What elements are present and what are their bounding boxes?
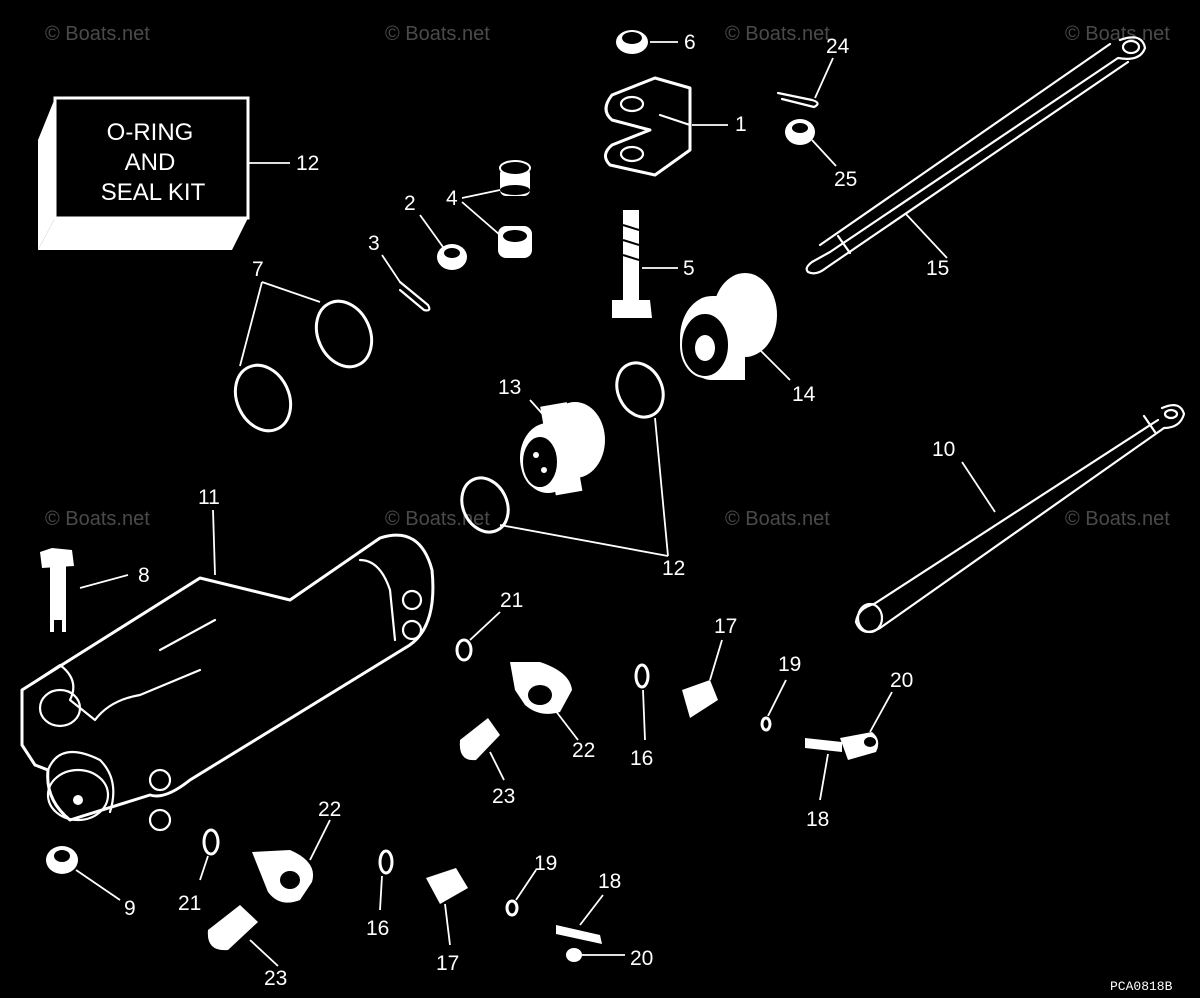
callout-6: 6 bbox=[684, 31, 696, 54]
callout-25: 25 bbox=[834, 168, 857, 191]
part-24-cotter-pin bbox=[776, 57, 834, 109]
part-16-washer-upper bbox=[634, 663, 650, 741]
callout-1: 1 bbox=[735, 113, 747, 136]
part-25-nut bbox=[785, 119, 837, 167]
callout-19-upper: 19 bbox=[778, 653, 801, 676]
callout-8: 8 bbox=[138, 564, 150, 587]
callout-18-upper: 18 bbox=[806, 808, 829, 831]
callout-20-lower: 20 bbox=[630, 947, 653, 970]
part-10-tube bbox=[854, 403, 1186, 634]
part-17-fitting-upper bbox=[682, 639, 723, 718]
part-8-bolt bbox=[40, 548, 129, 636]
part-7-o-rings bbox=[233, 281, 374, 433]
part-6-nut bbox=[616, 30, 678, 54]
callout-22-upper: 22 bbox=[572, 739, 595, 762]
watermark-top-far-right: © Boats.net bbox=[1065, 23, 1170, 45]
watermark-top-left: © Boats.net bbox=[45, 23, 150, 45]
kit-label-line-3: SEAL KIT bbox=[101, 179, 206, 206]
part-20-cap-upper bbox=[840, 691, 893, 760]
part-23-fitting-lower bbox=[207, 905, 279, 967]
drawing-code: PCA0818B bbox=[1110, 979, 1173, 994]
callout-4: 4 bbox=[446, 187, 458, 210]
part-12-o-rings bbox=[460, 361, 669, 557]
watermarks: © Boats.net © Boats.net © Boats.net © Bo… bbox=[45, 23, 1170, 530]
watermark-mid-right: © Boats.net bbox=[725, 508, 830, 530]
part-16-washer-lower bbox=[378, 849, 394, 911]
callout-12-kit: 12 bbox=[296, 152, 319, 175]
part-19-washer-upper bbox=[760, 679, 787, 732]
watermark-mid-far-right: © Boats.net bbox=[1065, 508, 1170, 530]
callout-labels: 1 2 3 4 5 6 7 8 9 10 11 12 12 13 14 15 1… bbox=[124, 31, 955, 990]
callout-22-lower: 22 bbox=[318, 798, 341, 821]
callout-10: 10 bbox=[932, 438, 955, 461]
callout-21-upper: 21 bbox=[500, 589, 523, 612]
part-14-piston bbox=[680, 273, 791, 381]
watermark-top-center: © Boats.net bbox=[385, 23, 490, 45]
callout-18-lower: 18 bbox=[598, 870, 621, 893]
callout-19-lower: 19 bbox=[534, 852, 557, 875]
part-2-nut bbox=[419, 214, 467, 270]
part-17-fitting-lower bbox=[426, 868, 468, 946]
kit-label-line-2: AND bbox=[125, 149, 176, 176]
part-13-piston bbox=[520, 399, 605, 496]
part-18-valve-upper bbox=[805, 738, 842, 801]
part-19-washer-lower bbox=[505, 869, 537, 917]
seal-kit-box: O-RING AND SEAL KIT bbox=[38, 96, 290, 250]
callout-23-upper: 23 bbox=[492, 785, 515, 808]
callout-14: 14 bbox=[792, 383, 816, 406]
callout-9: 9 bbox=[124, 897, 136, 920]
part-22-elbow-upper bbox=[510, 662, 579, 741]
callout-16-upper: 16 bbox=[630, 747, 653, 770]
part-4-bushing-upper bbox=[499, 160, 531, 196]
part-5-bolt bbox=[612, 210, 678, 318]
callout-21-lower: 21 bbox=[178, 892, 201, 915]
part-21-washer-upper bbox=[455, 611, 501, 662]
part-1-bracket bbox=[604, 76, 728, 177]
part-11-cylinder-housing bbox=[20, 509, 435, 832]
callout-12-o-rings: 12 bbox=[662, 557, 685, 580]
callout-11: 11 bbox=[198, 486, 220, 509]
callout-2: 2 bbox=[404, 192, 416, 215]
part-18-valve-lower bbox=[556, 894, 604, 944]
callout-7: 7 bbox=[252, 258, 264, 281]
part-22-elbow-lower bbox=[252, 819, 331, 903]
part-9-nut bbox=[46, 846, 121, 901]
part-20-cap-lower bbox=[566, 948, 625, 962]
callout-24: 24 bbox=[826, 35, 850, 58]
kit-label-line-1: O-RING bbox=[107, 119, 194, 146]
callout-13: 13 bbox=[498, 376, 521, 399]
callout-20-upper: 20 bbox=[890, 669, 913, 692]
callout-17-lower: 17 bbox=[436, 952, 459, 975]
part-4-bushing-lower bbox=[498, 226, 532, 258]
part-3-cotter-pin bbox=[381, 254, 431, 312]
callout-23-lower: 23 bbox=[264, 967, 287, 990]
part-23-fitting-upper bbox=[459, 718, 505, 781]
callout-3: 3 bbox=[368, 232, 380, 255]
part-15-steering-rod bbox=[805, 36, 1147, 275]
callout-5: 5 bbox=[683, 257, 695, 280]
callout-17-upper: 17 bbox=[714, 615, 737, 638]
watermark-top-right: © Boats.net bbox=[725, 23, 830, 45]
callout-16-lower: 16 bbox=[366, 917, 389, 940]
watermark-mid-left: © Boats.net bbox=[45, 508, 150, 530]
callout-15: 15 bbox=[926, 257, 949, 280]
part-21-washer-lower bbox=[199, 828, 220, 881]
